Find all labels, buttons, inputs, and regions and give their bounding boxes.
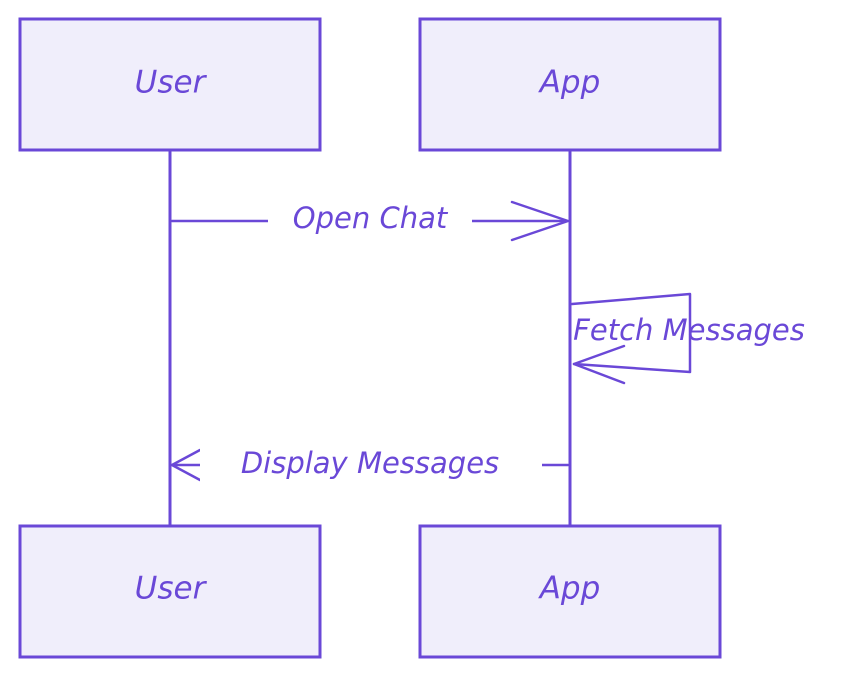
message-fetch-messages: Fetch Messages: [570, 292, 805, 385]
message-display-messages-label: Display Messages: [241, 446, 499, 480]
actor-user-bottom: User: [18, 524, 322, 659]
actor-user-top: User: [18, 17, 322, 152]
actor-app-top: App: [418, 17, 722, 152]
message-open-chat-arrowhead: [510, 200, 570, 242]
actor-user-bottom-label: User: [135, 571, 208, 607]
message-open-chat-label: Open Chat: [293, 201, 449, 235]
actor-app-bottom: App: [418, 524, 722, 659]
message-display-messages-arrowhead: [170, 448, 202, 482]
message-fetch-messages-loop: [570, 292, 692, 374]
actor-app-bottom-label: App: [538, 571, 601, 607]
message-open-chat: Open Chat: [170, 200, 570, 242]
message-fetch-messages-arrowhead: [572, 344, 626, 385]
actor-app-top-label: App: [538, 65, 601, 101]
message-display-messages: Display Messages: [170, 444, 570, 486]
message-fetch-messages-label: Fetch Messages: [573, 313, 805, 347]
actor-user-top-label: User: [135, 65, 208, 101]
